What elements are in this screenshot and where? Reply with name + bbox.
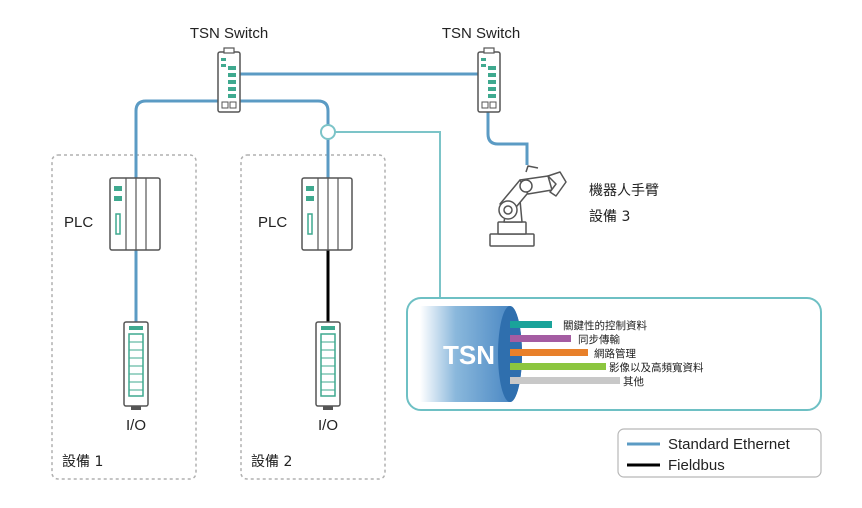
robot-arm-icon — [489, 165, 567, 247]
io-1-label: I/O — [126, 417, 146, 434]
stream-bar-3 — [510, 349, 588, 356]
tsn-switch-left — [217, 47, 241, 113]
plc-1-label: PLC — [64, 214, 93, 231]
stream-label-1: 關鍵性的控制資料 — [563, 319, 647, 332]
tsn-switch-right — [477, 47, 501, 113]
robot-group-label: 設備 3 — [589, 209, 630, 225]
plc-device-2 — [301, 177, 353, 251]
stream-bar-1 — [510, 321, 552, 328]
tap-ring — [320, 124, 336, 140]
tsn-streams: 關鍵性的控制資料 同步傳輸 網路管理 影像以及高頻寬資料 其他 — [510, 319, 704, 388]
legend-box — [617, 428, 822, 478]
tsn-title: TSN — [443, 340, 495, 370]
tap-line — [335, 131, 441, 300]
stream-label-5: 其他 — [623, 375, 644, 388]
stream-bar-2 — [510, 335, 571, 342]
legend-ethernet-label: Standard Ethernet — [668, 436, 791, 453]
stream-label-4: 影像以及高頻寬資料 — [609, 361, 704, 374]
stream-label-2: 同步傳輸 — [578, 333, 620, 346]
device-group-1-label: 設備 1 — [62, 454, 103, 470]
robot-name: 機器人手臂 — [589, 183, 659, 199]
stream-bar-5 — [510, 377, 620, 384]
io-device-1 — [123, 321, 149, 410]
plc-2-label: PLC — [258, 214, 287, 231]
switch-right-label: TSN Switch — [442, 25, 520, 42]
stream-bar-4 — [510, 363, 606, 370]
device-group-1-box — [51, 154, 197, 480]
device-group-2-box — [240, 154, 386, 480]
ethernet-links — [134, 72, 529, 322]
stream-label-3: 網路管理 — [594, 347, 636, 360]
legend: Standard Ethernet Fieldbus — [617, 428, 822, 478]
switch-left-label: TSN Switch — [190, 25, 268, 42]
legend-fieldbus-label: Fieldbus — [668, 457, 725, 474]
plc-device-1 — [109, 177, 161, 251]
io-2-label: I/O — [318, 417, 338, 434]
io-device-2 — [315, 321, 341, 410]
device-group-2-label: 設備 2 — [251, 454, 292, 470]
